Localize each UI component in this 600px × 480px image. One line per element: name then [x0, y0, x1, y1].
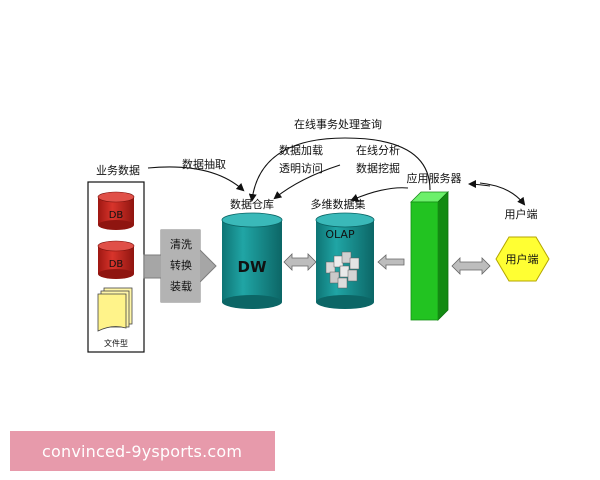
db1-label: DB: [109, 210, 124, 221]
business-data-label: 业务数据: [96, 163, 140, 177]
watermark-banner: convinced-9ysports.com: [10, 431, 275, 471]
cube-cluster-icon: [325, 251, 360, 289]
dw-cylinder: DW: [221, 212, 283, 309]
load-curve: [273, 164, 341, 200]
file-stack-icon: [97, 287, 133, 332]
user-end-hexagon: [495, 236, 550, 282]
etl-label-2: 转换: [170, 258, 192, 272]
access-label: 透明访问: [279, 162, 323, 175]
online-analysis-label: 在线分析: [356, 143, 400, 157]
load-label: 数据加载: [279, 143, 323, 157]
server-user-arrow: [451, 257, 491, 275]
etl-arrow-block: 清洗 转换 装载: [143, 229, 217, 303]
watermark-text: convinced-9ysports.com: [42, 441, 243, 461]
app-server-block: [410, 191, 449, 321]
data-warehouse-label: 数据仓库: [230, 197, 274, 211]
user-end-top-label: 用户端: [505, 207, 538, 221]
dw-label: DW: [238, 258, 267, 276]
flow-curves: [147, 137, 526, 206]
olap-label: OLAP: [325, 228, 355, 241]
server-olap-arrow: [377, 254, 405, 270]
olap-cylinder: OLAP: [315, 212, 375, 309]
oltp-query-label: 在线事务处理查询: [294, 117, 382, 131]
user-curve: [479, 182, 526, 206]
db-cylinder-1: DB: [97, 191, 135, 230]
data-mining-label: 数据挖掘: [356, 161, 400, 175]
dw-olap-arrow: [283, 253, 317, 271]
extract-curve: [147, 166, 245, 192]
db-cylinder-2: DB: [97, 240, 135, 279]
db2-label: DB: [109, 259, 124, 270]
user-end-label: 用户端: [506, 252, 539, 266]
app-server-label: 应用服务器: [407, 171, 462, 185]
extract-label: 数据抽取: [182, 157, 226, 171]
analysis-curve: [350, 187, 409, 202]
etl-label-3: 装载: [170, 280, 192, 293]
etl-label-1: 清洗: [170, 238, 192, 251]
multidim-label: 多维数据集: [311, 197, 366, 211]
oltp-curve: [248, 137, 431, 202]
file-type-label: 文件型: [104, 338, 128, 348]
